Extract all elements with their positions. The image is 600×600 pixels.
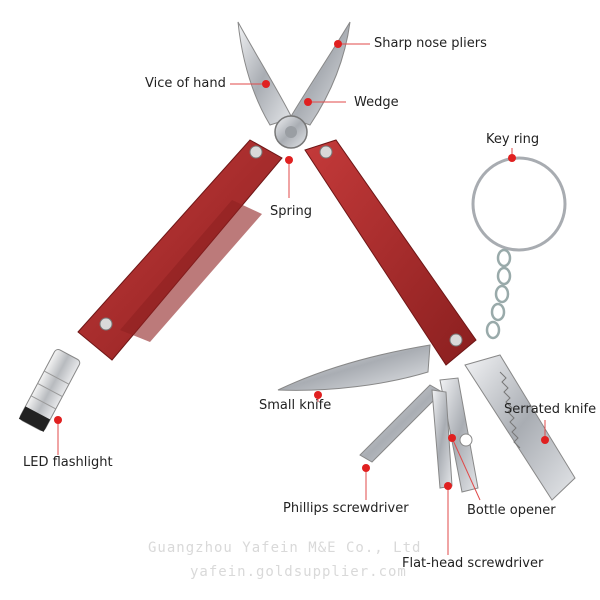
label-small-knife: Small knife — [259, 398, 332, 413]
left-handle — [77, 139, 283, 361]
plier-jaws — [237, 21, 351, 149]
tools — [277, 344, 576, 501]
label-key-ring: Key ring — [486, 132, 540, 147]
label-serrated-knife: Serrated knife — [504, 402, 597, 417]
watermark-company: Guangzhou Yafein M&E Co., Ltd — [148, 540, 422, 556]
label-bottle-opener: Bottle opener — [467, 503, 556, 518]
watermark-url: yafein.goldsupplier.com — [190, 564, 407, 580]
label-led-flashlight: LED flashlight — [23, 455, 113, 470]
right-handle — [304, 139, 477, 366]
label-sharp-nose-pliers: Sharp nose pliers — [374, 36, 487, 51]
label-vice-of-hand: Vice of hand — [145, 76, 226, 91]
label-spring: Spring — [270, 204, 312, 219]
label-wedge: Wedge — [354, 95, 399, 110]
label-phillips-screwdriver: Phillips screwdriver — [283, 501, 409, 516]
label-flat-head-screwdriver: Flat-head screwdriver — [402, 556, 544, 571]
led-flashlight — [18, 349, 81, 432]
key-ring — [471, 156, 567, 340]
callouts — [54, 40, 549, 555]
